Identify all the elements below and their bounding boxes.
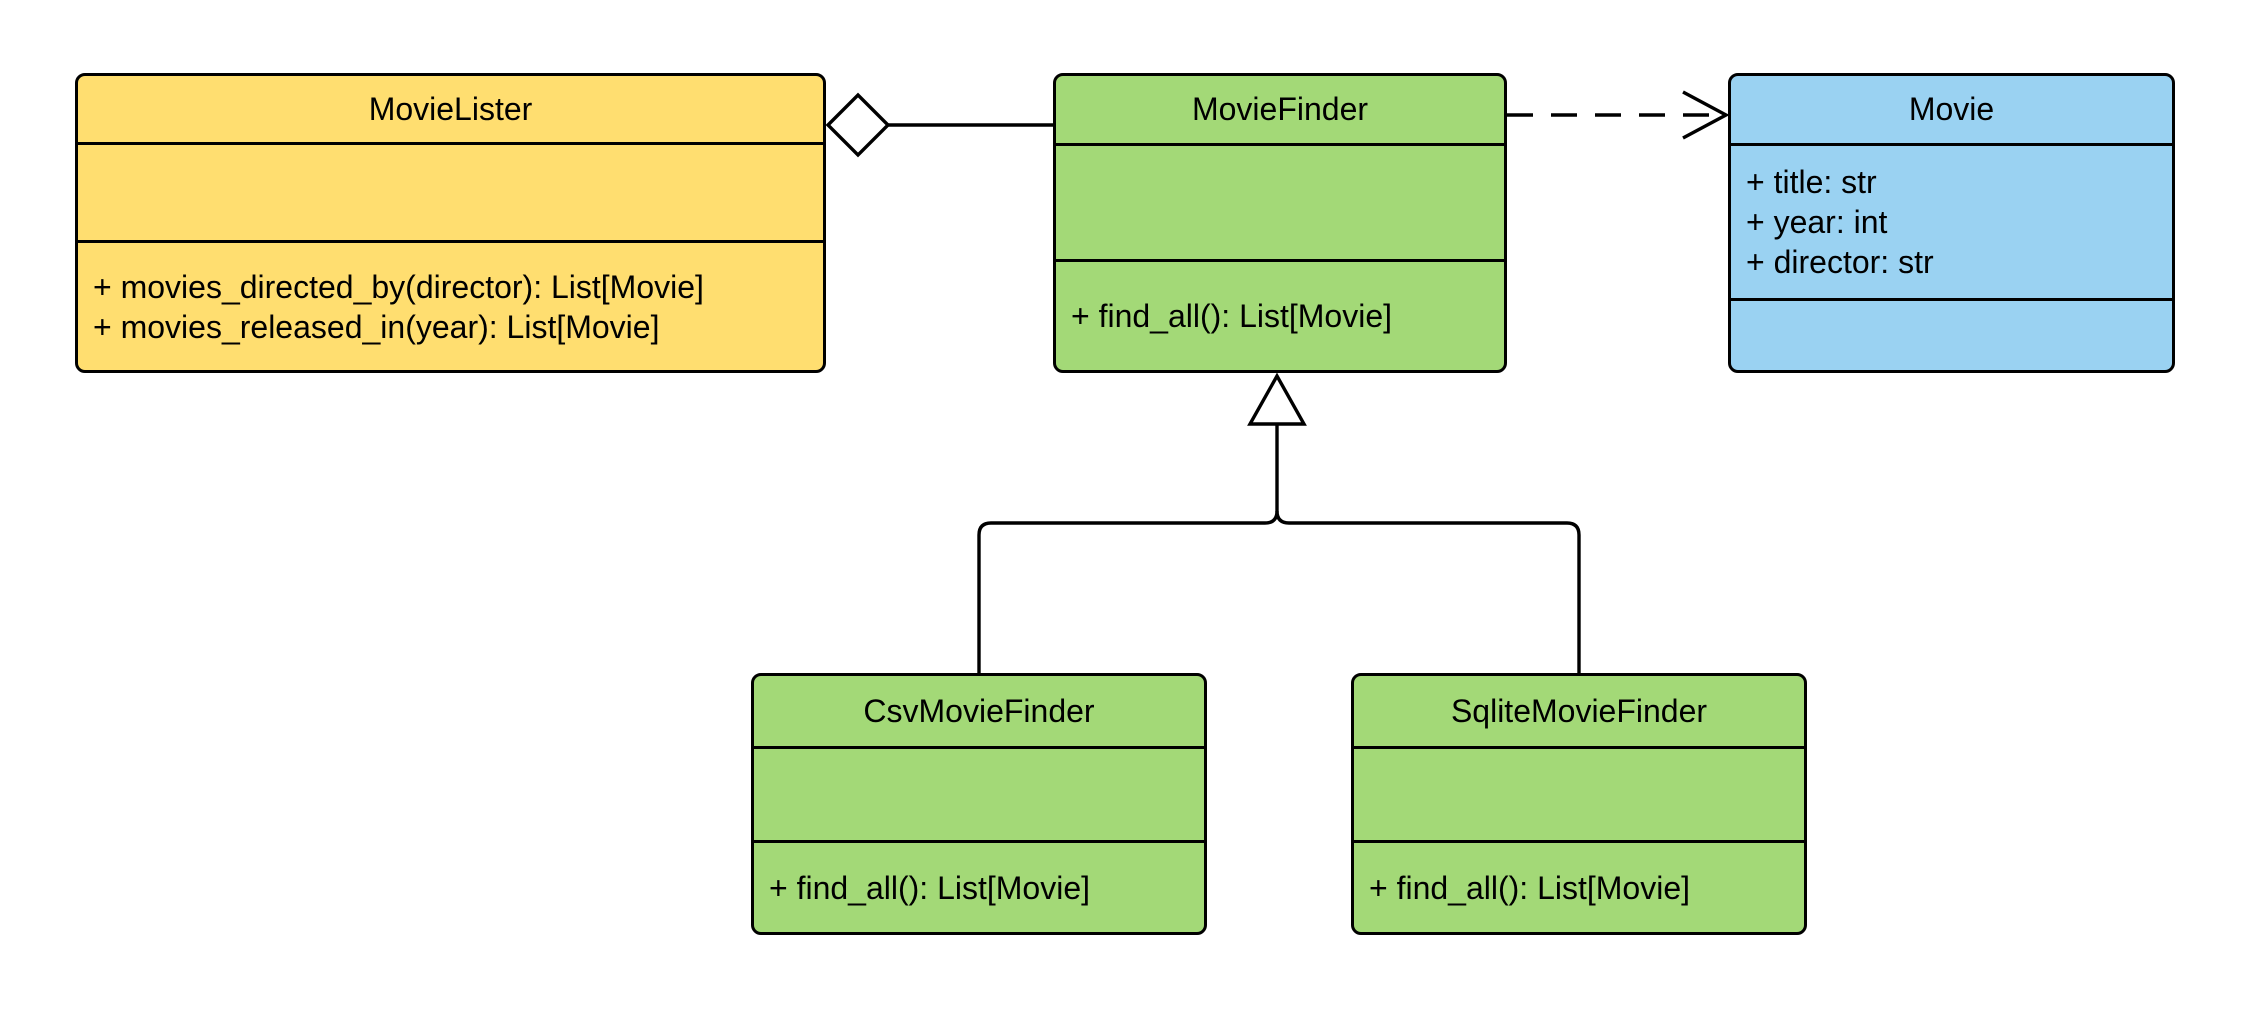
class-moviefinder: MovieFinder + find_all(): List[Movie] — [1053, 73, 1507, 373]
class-movie: Movie + title: str + year: int + directo… — [1728, 73, 2175, 373]
class-name-label: MovieLister — [368, 90, 533, 127]
attribute-label: + title: str — [1746, 164, 1877, 200]
dependency-open-arrowhead — [1682, 90, 1730, 140]
method-label: + find_all(): List[Movie] — [769, 869, 1091, 906]
class-sqlitemoviefinder-title: SqliteMovieFinder — [1354, 676, 1804, 746]
class-name-label: SqliteMovieFinder — [1450, 692, 1708, 729]
method-label: + movies_directed_by(director): List[Mov… — [93, 268, 704, 305]
class-sqlitemoviefinder-attributes — [1354, 746, 1804, 840]
aggregation-diamond — [825, 92, 891, 158]
attribute-label: + director: str — [1746, 244, 1934, 280]
class-movie-attributes: + title: str + year: int + director: str — [1731, 143, 2172, 298]
class-movielister-attributes — [78, 142, 823, 240]
attribute-label: + year: int — [1746, 204, 1888, 240]
inheritance-triangle — [1247, 372, 1307, 426]
class-name-label: CsvMovieFinder — [863, 692, 1095, 729]
class-movielister-title: MovieLister — [78, 76, 823, 142]
class-csvmoviefinder-title: CsvMovieFinder — [754, 676, 1204, 746]
inheritance-branch-left — [977, 510, 1279, 673]
inheritance-branch-right — [1275, 510, 1581, 673]
class-csvmoviefinder-attributes — [754, 746, 1204, 840]
class-csvmoviefinder-methods: + find_all(): List[Movie] — [754, 840, 1204, 932]
class-csvmoviefinder: CsvMovieFinder + find_all(): List[Movie] — [751, 673, 1207, 935]
method-label: + find_all(): List[Movie] — [1369, 869, 1691, 906]
method-label: + movies_released_in(year): List[Movie] — [93, 308, 660, 345]
method-label: + find_all(): List[Movie] — [1071, 298, 1393, 334]
class-moviefinder-methods: + find_all(): List[Movie] — [1056, 259, 1504, 370]
class-sqlitemoviefinder: SqliteMovieFinder + find_all(): List[Mov… — [1351, 673, 1807, 935]
class-movie-methods — [1731, 298, 2172, 370]
class-name-label: MovieFinder — [1191, 91, 1369, 127]
class-movielister-methods: + movies_directed_by(director): List[Mov… — [78, 240, 823, 370]
class-movielister: MovieLister + movies_directed_by(directo… — [75, 73, 826, 373]
class-name-label: Movie — [1908, 91, 1995, 127]
class-movie-title: Movie — [1731, 76, 2172, 143]
class-sqlitemoviefinder-methods: + find_all(): List[Movie] — [1354, 840, 1804, 932]
class-moviefinder-title: MovieFinder — [1056, 76, 1504, 143]
class-moviefinder-attributes — [1056, 143, 1504, 259]
